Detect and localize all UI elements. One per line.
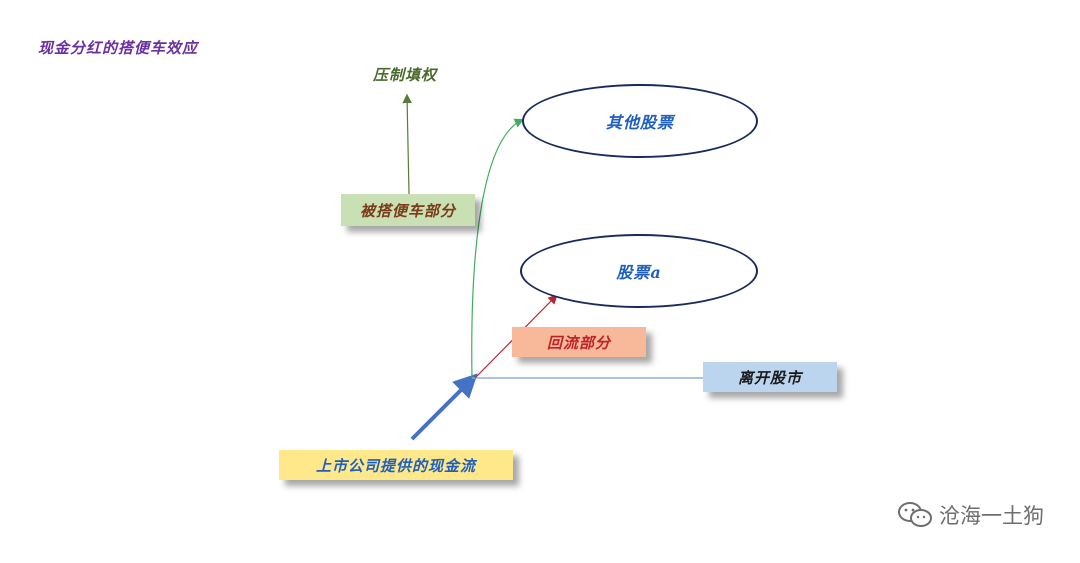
diagram-title: 现金分红的搭便车效应 — [38, 39, 199, 57]
other-stocks-arrow — [471, 118, 525, 379]
watermark-text: 沧海一土狗 — [939, 504, 1044, 528]
other-stocks-ellipse: 其他股票 — [522, 84, 758, 158]
cash-flow-box: 上市公司提供的现金流 — [279, 450, 513, 480]
free-ride-label: 被搭便车部分 — [359, 201, 456, 220]
watermark: 沧海一土狗 — [897, 500, 1044, 530]
free-ride-box: 被搭便车部分 — [341, 194, 475, 226]
stock-a-ellipse: 股票a — [520, 234, 758, 308]
reflow-label: 回流部分 — [546, 333, 611, 352]
suppress-label: 压制填权 — [373, 66, 438, 84]
other-stocks-label: 其他股票 — [605, 113, 674, 132]
leave-market-label: 离开股市 — [737, 368, 802, 387]
cash-flow-label: 上市公司提供的现金流 — [315, 456, 476, 475]
leave-market-box: 离开股市 — [703, 362, 837, 392]
reflow-box: 回流部分 — [512, 327, 646, 357]
stock-a-label: 股票a — [616, 263, 662, 282]
suppress-arrow — [402, 93, 412, 195]
wechat-icon — [898, 502, 932, 527]
cash-flow-arrow — [410, 373, 478, 441]
